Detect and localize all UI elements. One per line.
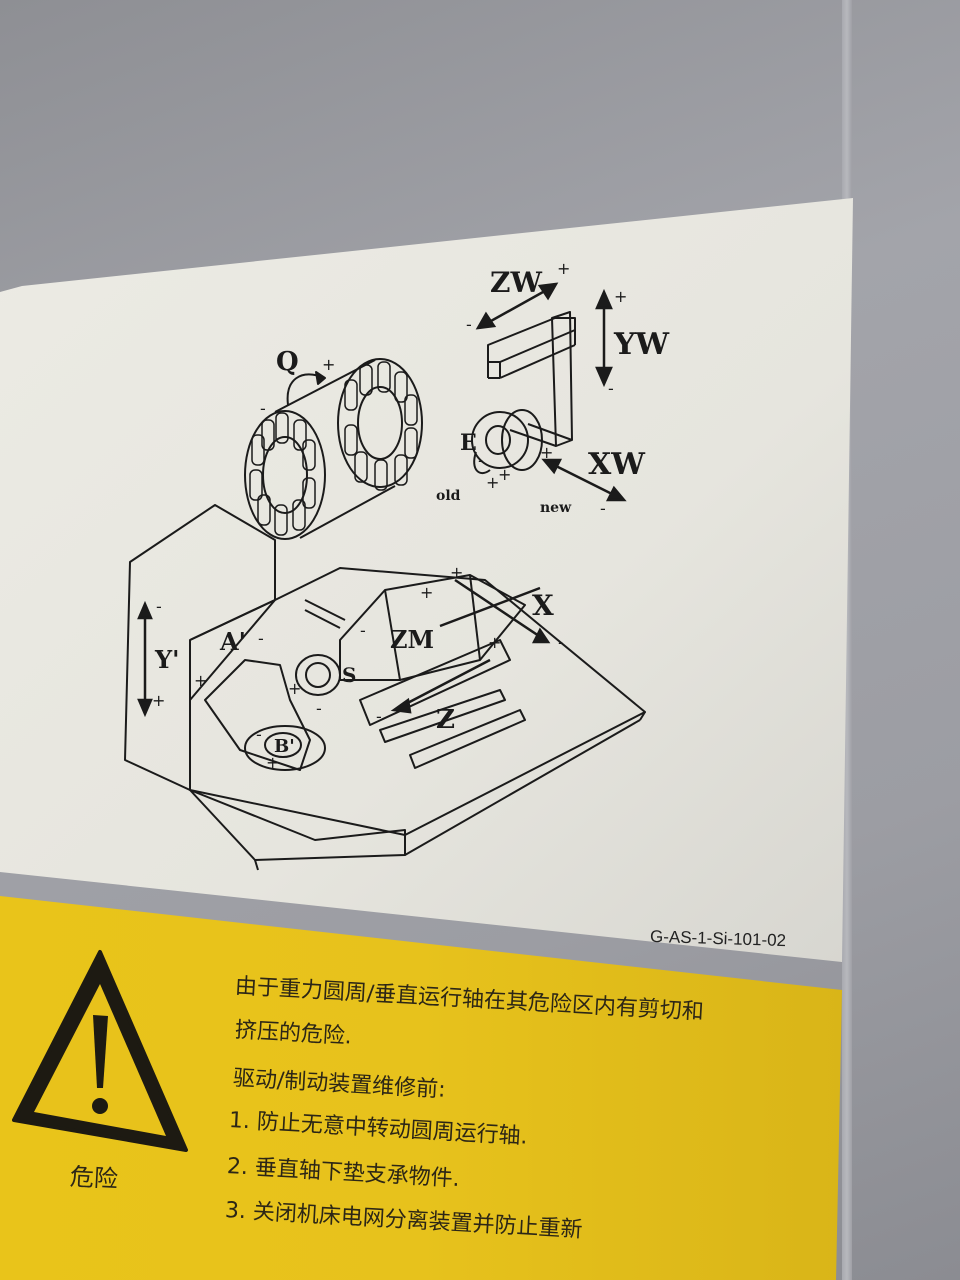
- sign-zm-plus: +: [420, 583, 433, 602]
- axis-label-q: Q: [276, 347, 299, 377]
- tool-drum-drawing: [244, 358, 423, 540]
- sign-zw-minus: -: [466, 315, 472, 334]
- axis-label-b-prime: B': [274, 736, 295, 757]
- sign-s-plus: +: [288, 679, 301, 698]
- sign-yw-minus: -: [608, 379, 614, 398]
- sign-q-minus: -: [260, 399, 266, 418]
- axis-label-xw: XW: [588, 447, 646, 482]
- sign-y-minus: -: [156, 597, 162, 616]
- axis-label-y-prime: Y': [154, 645, 179, 674]
- sign-y-plus: +: [152, 691, 165, 710]
- sign-b-plus: +: [266, 753, 279, 772]
- sign-q-plus: +: [322, 355, 335, 374]
- sign-e-plus-2: +: [498, 465, 511, 484]
- sign-x-minus: -: [558, 633, 564, 652]
- sign-xw-minus: -: [600, 499, 606, 518]
- machine-base-drawing: [124, 504, 646, 871]
- axis-label-z: Z: [436, 705, 455, 735]
- sign-a-plus: +: [194, 671, 207, 690]
- sign-yw-plus: +: [614, 287, 627, 306]
- axis-label-a-prime: A': [219, 627, 246, 656]
- sign-z-plus: +: [488, 633, 501, 652]
- tag-new: new: [540, 500, 572, 516]
- tag-old: old: [436, 488, 461, 504]
- sign-xw-plus: +: [540, 443, 553, 462]
- warning-line-2: 挤压的危险.: [234, 1017, 353, 1050]
- axis-label-s: S: [342, 663, 356, 687]
- sign-zm-minus: -: [360, 621, 366, 640]
- axis-label-zm: ZM: [390, 625, 434, 654]
- sign-z-minus: -: [376, 707, 382, 726]
- gantry-drawing: [471, 311, 576, 475]
- sign-zw-plus: +: [557, 259, 570, 278]
- axis-label-x: X: [532, 589, 554, 622]
- axis-label-zw: ZW: [490, 266, 542, 299]
- axis-label-yw: YW: [613, 327, 670, 362]
- axis-label-e: E: [460, 430, 477, 456]
- wall-seam: [842, 0, 852, 1280]
- sign-b-minus: -: [256, 725, 262, 744]
- sign-e-minus: -: [478, 451, 484, 470]
- sign-x-plus: +: [450, 563, 463, 582]
- plate-background: [0, 198, 853, 962]
- danger-label: 危险: [69, 1162, 119, 1194]
- sign-a-minus: -: [258, 629, 264, 648]
- sign-s-minus: -: [316, 699, 322, 718]
- sign-e-plus: +: [486, 473, 499, 492]
